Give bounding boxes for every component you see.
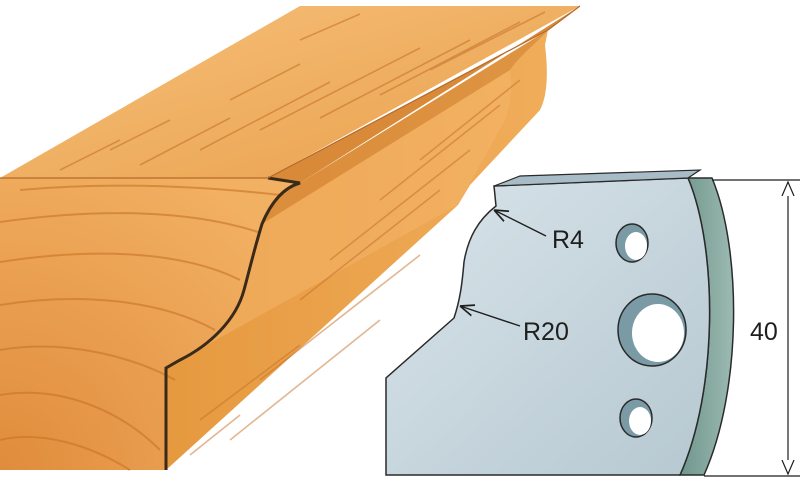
knife-top-rim: [493, 169, 703, 187]
molding-ogee-highlight: [180, 70, 512, 360]
height-arrow-top: [781, 180, 795, 197]
cutter-knife: [385, 169, 735, 476]
r4-label: R4: [552, 226, 584, 254]
molding-end-face: [0, 178, 300, 470]
top-grain: [59, 11, 546, 171]
r20-label: R20: [523, 318, 569, 346]
height-arrow-bottom: [781, 459, 795, 476]
height-label: 40: [750, 318, 778, 346]
dimension-annotations: R4 R20 40: [460, 179, 800, 477]
molding-top-edge: [0, 5, 581, 179]
side-grain: [189, 79, 521, 456]
knife-hole-bottom-opening: [629, 407, 651, 435]
molding-side-face: [268, 6, 580, 183]
end-grain-rings: [0, 184, 281, 471]
r4-leader-line: [494, 210, 547, 237]
height-label-bg: [748, 310, 784, 346]
wood-molding: [0, 5, 581, 471]
r20-leader-line: [460, 306, 521, 327]
knife-hole-top-opening: [625, 232, 647, 260]
knife-hole-middle-opening: [632, 304, 684, 362]
molding-top-surface: [0, 6, 580, 178]
molding-profile-outline: [164, 176, 301, 470]
molding-cove-shadow: [262, 30, 548, 224]
